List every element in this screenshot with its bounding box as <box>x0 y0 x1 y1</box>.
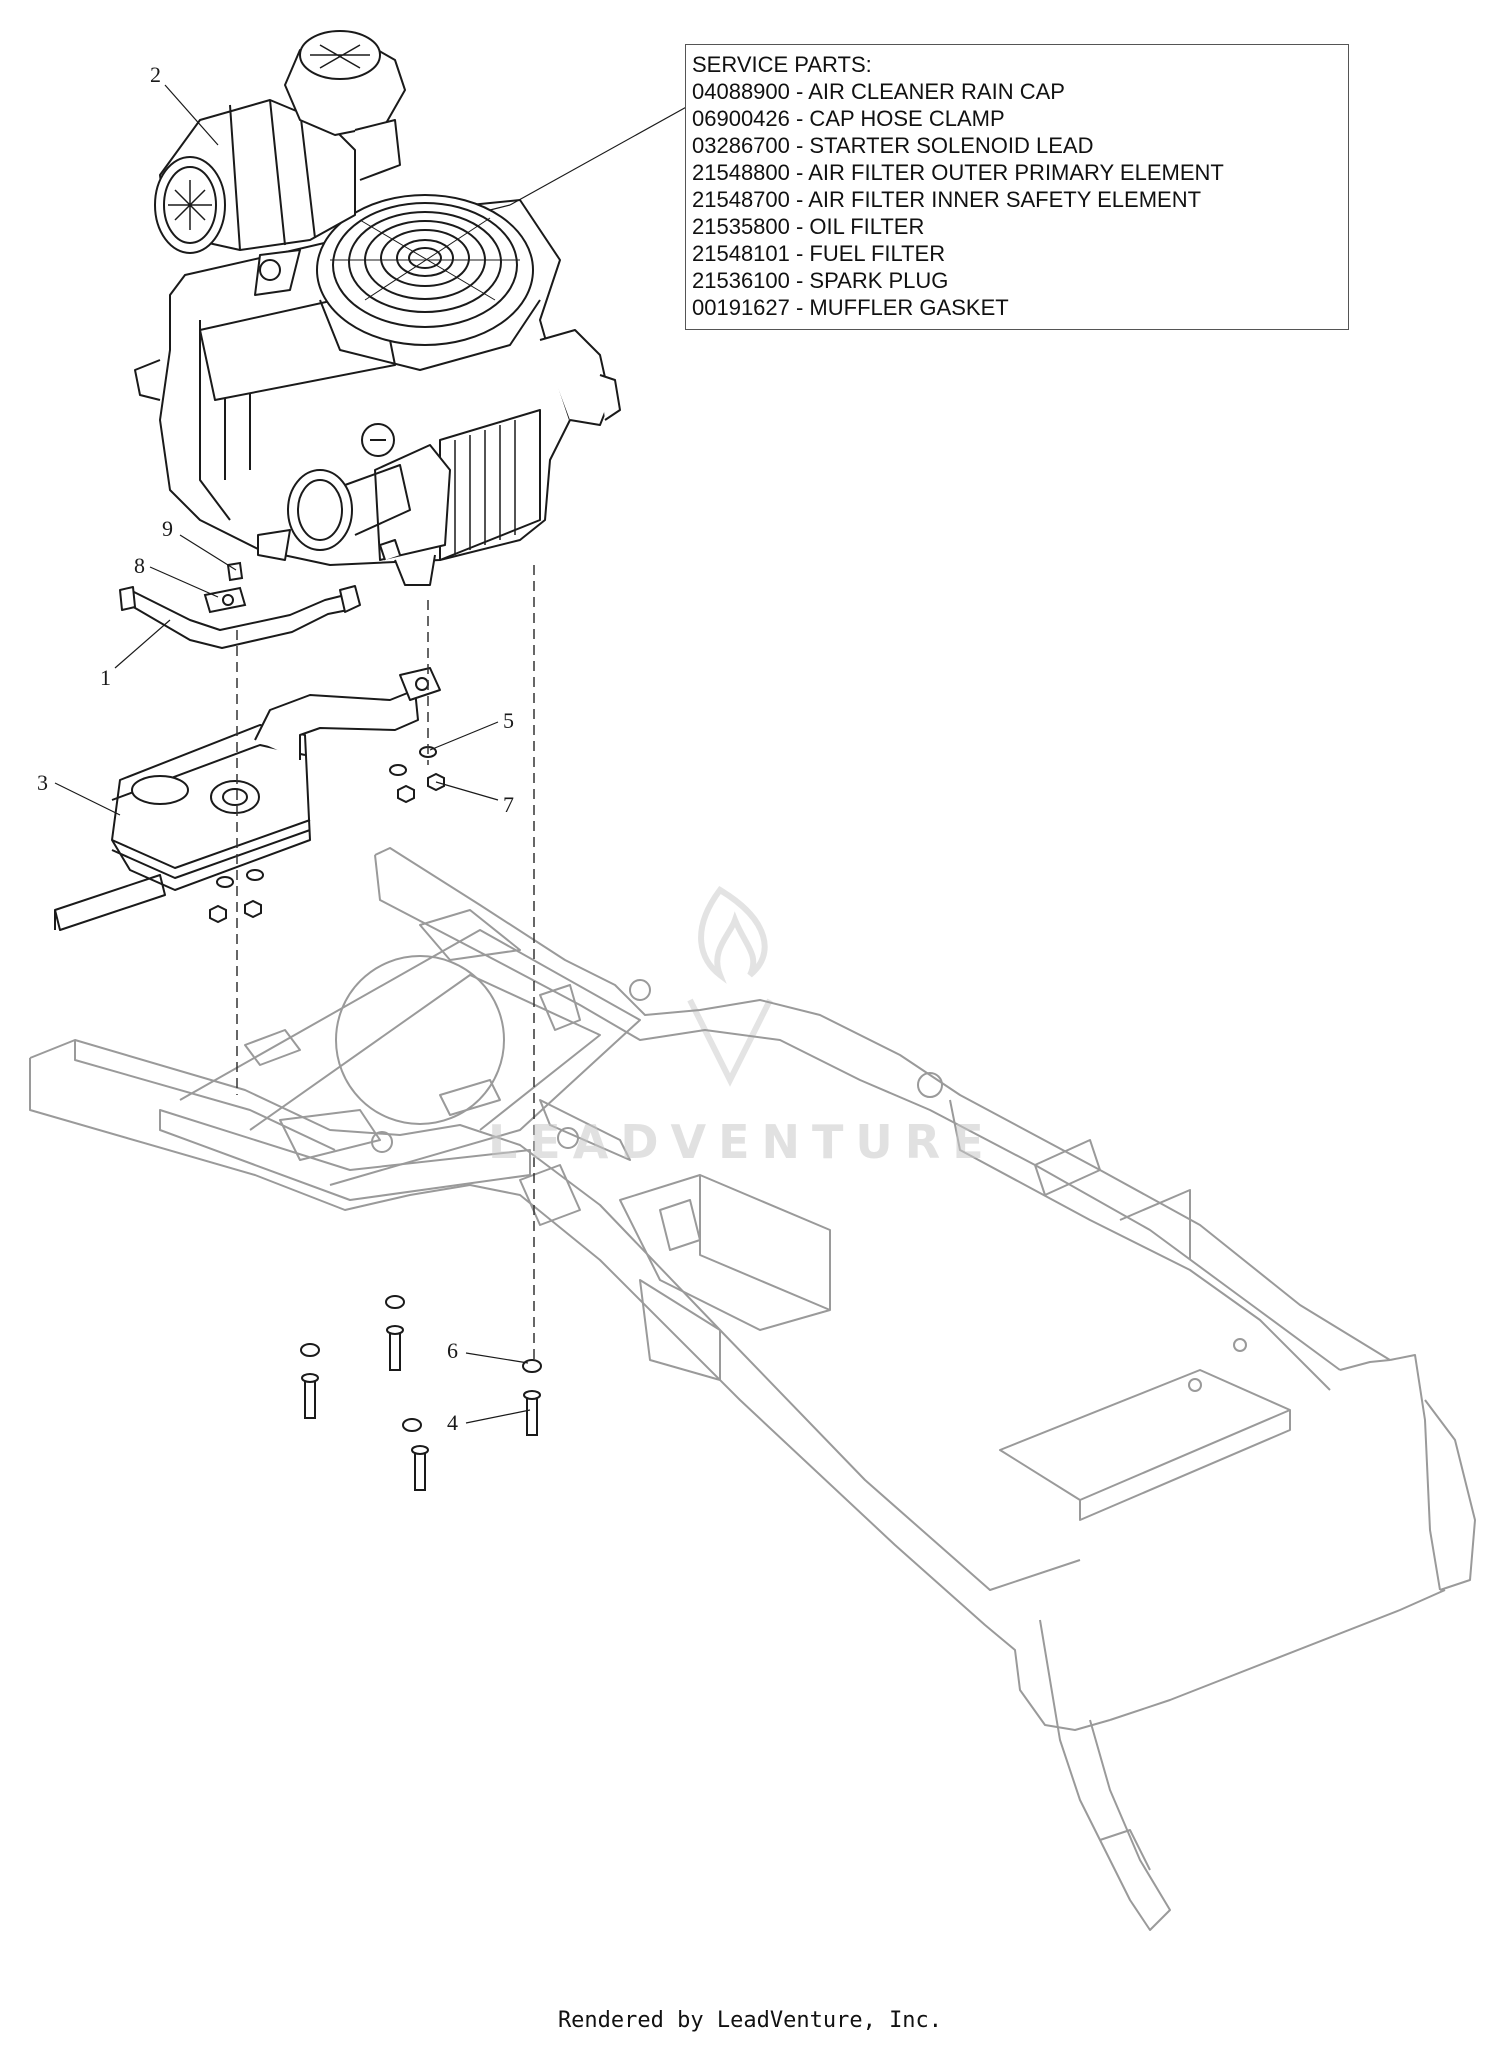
callout-4: 4 <box>447 1410 458 1435</box>
callout-2: 2 <box>150 62 161 87</box>
hardware <box>209 746 542 1491</box>
service-part-item: 21548101 - FUEL FILTER <box>692 241 946 266</box>
service-part-item: 21548700 - AIR FILTER INNER SAFETY ELEME… <box>692 187 1202 212</box>
muffler <box>54 667 441 931</box>
watermark-logo-icon <box>687 886 773 1087</box>
callout-5: 5 <box>503 708 514 733</box>
mower-frame <box>29 847 1476 1931</box>
leader-lines <box>54 84 691 1424</box>
callout-6: 6 <box>447 1338 458 1363</box>
alignment-lines <box>236 565 535 1360</box>
air-cleaner <box>154 30 406 296</box>
callout-3: 3 <box>37 770 48 795</box>
service-part-item: 00191627 - MUFFLER GASKET <box>692 295 1009 320</box>
service-parts-box: SERVICE PARTS: 04088900 - AIR CLEANER RA… <box>685 44 1349 330</box>
hose-clamp <box>203 586 247 614</box>
hose <box>119 585 361 649</box>
engine-assembly <box>134 194 621 586</box>
callout-1: 1 <box>100 665 111 690</box>
service-part-item: 03286700 - STARTER SOLENOID LEAD <box>692 133 1094 158</box>
service-part-item: 21535800 - OIL FILTER <box>692 214 925 239</box>
fitting <box>226 561 244 582</box>
service-part-item: 06900426 - CAP HOSE CLAMP <box>692 106 1005 131</box>
callout-9: 9 <box>162 516 173 541</box>
watermark-text: LEADVENTURE <box>488 1115 996 1169</box>
callout-7: 7 <box>503 792 514 817</box>
service-parts-title: SERVICE PARTS: <box>692 52 872 77</box>
service-part-item: 04088900 - AIR CLEANER RAIN CAP <box>692 79 1065 104</box>
service-part-item: 21548800 - AIR FILTER OUTER PRIMARY ELEM… <box>692 160 1224 185</box>
service-part-item: 21536100 - SPARK PLUG <box>692 268 949 293</box>
callouts: 1 2 3 4 5 6 7 8 9 <box>37 62 514 1435</box>
footer-credit: Rendered by LeadVenture, Inc. <box>557 2008 943 2033</box>
callout-8: 8 <box>134 553 145 578</box>
